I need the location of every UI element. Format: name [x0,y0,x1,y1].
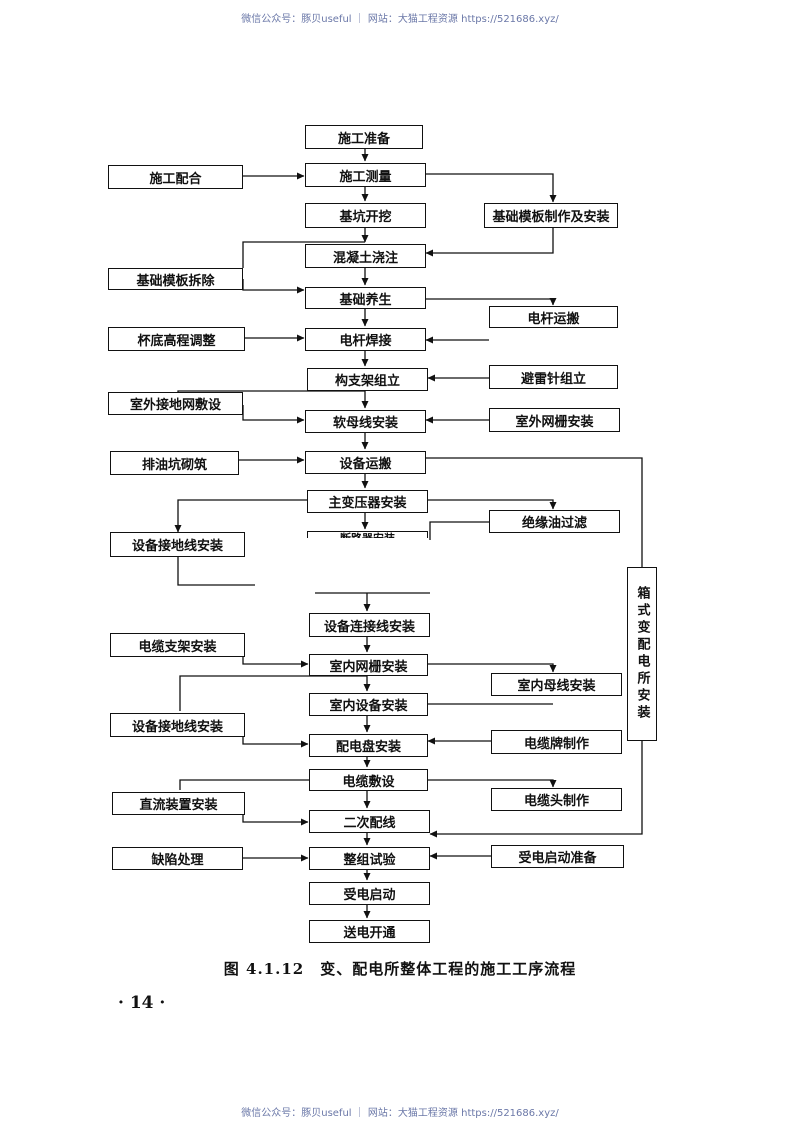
right-cable-head-making: 电缆头制作 [491,788,622,811]
step-equipment-connection-install: 设备连接线安装 [309,613,430,637]
right-cable-tag-making: 电缆牌制作 [491,730,622,754]
step-pole-welding: 电杆焊接 [305,328,426,351]
step-equipment-transport: 设备运搬 [305,451,426,474]
step-cable-laying: 电缆敷设 [309,769,428,791]
left-outdoor-grounding-grid: 室外接地网敷设 [108,392,243,415]
left-equipment-grounding-1: 设备接地线安装 [110,532,245,557]
step-main-transformer-install: 主变压器安装 [307,490,428,513]
right-outdoor-fence-install: 室外网栅安装 [489,408,620,432]
right-formwork-fabrication: 基础模板制作及安装 [484,203,618,228]
step-indoor-fence-install: 室内网栅安装 [309,654,428,676]
step-construction-survey: 施工测量 [305,163,426,187]
left-cup-bottom-elevation: 杯底高程调整 [108,327,245,351]
step-switchboard-install: 配电盘安装 [309,734,428,757]
step-power-delivery: 送电开通 [309,920,430,943]
step-concrete-pouring: 混凝土浇注 [305,244,426,268]
left-cable-bracket-install: 电缆支架安装 [110,633,245,657]
step-secondary-wiring: 二次配线 [309,810,430,833]
left-equipment-grounding-2: 设备接地线安装 [110,713,245,737]
step-construction-preparation: 施工准备 [305,125,423,149]
right-insulating-oil-filtering: 绝缘油过滤 [489,510,620,533]
side-box-packaged-substation: 箱式变配电所安装 [627,567,657,741]
figure-caption: 图 4.1.12 变、配电所整体工程的施工工序流程 [223,960,577,978]
left-formwork-removal: 基础模板拆除 [108,268,243,290]
right-indoor-busbar-install: 室内母线安装 [491,673,622,696]
watermark-bottom: 微信公众号：豚贝useful ｜ 网站：大猫工程资源 https://52168… [241,1108,559,1119]
step-breaker-install: 断路器安装 [307,531,428,538]
step-power-startup: 受电启动 [309,882,430,905]
step-soft-busbar-install: 软母线安装 [305,410,426,433]
step-foundation-excavation: 基坑开挖 [305,203,426,228]
page-number: · 14 · [118,993,166,1013]
right-pole-transport: 电杆运搬 [489,306,618,328]
left-oil-pit-masonry: 排油坑砌筑 [110,451,239,475]
step-foundation-curing: 基础养生 [305,287,426,309]
right-startup-preparation: 受电启动准备 [491,845,624,868]
left-defect-handling: 缺陷处理 [112,847,243,870]
step-structure-erection: 构支架组立 [307,368,428,391]
left-dc-device-install: 直流装置安装 [112,792,245,815]
left-construction-coordination: 施工配合 [108,165,243,189]
watermark-top: 微信公众号：豚贝useful ｜ 网站：大猫工程资源 https://52168… [241,14,559,25]
step-system-test: 整组试验 [309,847,430,870]
step-indoor-equipment-install: 室内设备安装 [309,693,428,716]
right-lightning-rod-erection: 避雷针组立 [489,365,618,389]
